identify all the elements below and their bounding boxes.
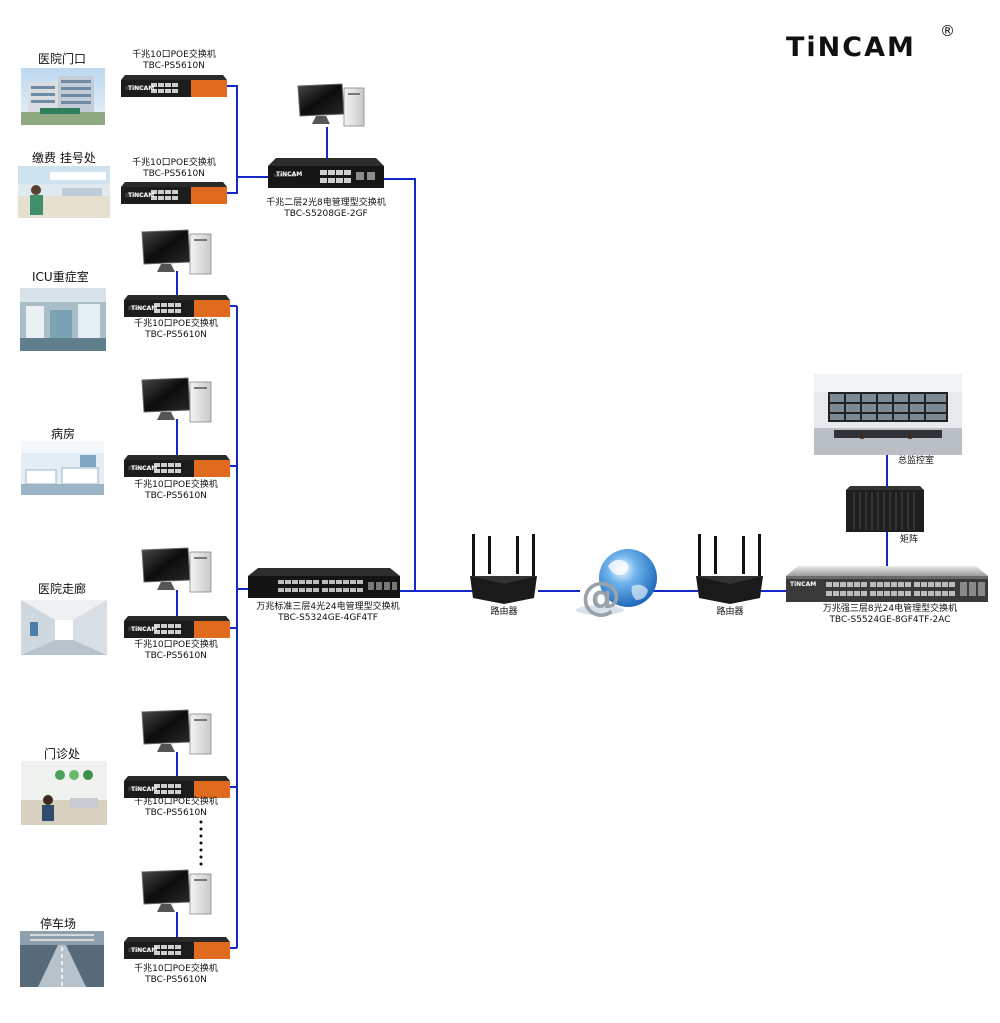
computer-parking [141,869,212,915]
poe-caption-registration-sku: TBC-PS5610N [143,169,205,179]
poe-switch-gate [121,75,227,97]
continuation-dots [199,820,203,866]
core-right-badge: TiNCAM [790,581,817,588]
poe-switch-ward [124,455,230,477]
poe-switch-icu [124,295,230,317]
poe-caption-parking-model: 千兆10口POE交换机 [134,964,218,974]
poe-caption-gate-model: 千兆10口POE交换机 [132,50,216,60]
l2-switch-sku: TBC-S5208GE-2GF [284,209,368,219]
core-right-model: 万兆强三层8光24电管理型交换机 [822,604,958,614]
poe-caption-gate: 千兆10口POE交换机 TBC-PS5610N [124,50,224,72]
link-gate-to-l2 [226,85,238,192]
router-left-device [470,534,537,604]
photo-parking [20,931,104,987]
link-lines [176,85,888,949]
poe-badge-parking: TiNCAM [131,947,158,954]
site-label-outpatient: 门诊处 [44,747,81,761]
l2-managed-switch [268,158,384,188]
photo-ward [21,441,104,495]
photo-registration [18,166,110,218]
brand-logo: TiNCAM [786,32,916,63]
poe-caption-icu: 千兆10口POE交换机 TBC-PS5610N [124,319,228,341]
l2-switch-model: 千兆二层2光8电管理型交换机 [266,198,386,208]
poe-badge-ward: TiNCAM [131,465,158,472]
router-right-device [696,534,763,604]
poe-caption-outpatient-model: 千兆10口POE交换机 [134,797,218,807]
poe-caption-parking: 千兆10口POE交换机 TBC-PS5610N [124,964,228,986]
site-label-gate: 医院门口 [38,52,87,66]
poe-switch-parking [124,937,230,959]
matrix-label: 矩阵 [900,535,919,545]
site-label-registration: 缴费 挂号处 [32,151,96,165]
site-label-corridor: 医院走廊 [38,582,87,596]
poe-caption-ward: 千兆10口POE交换机 TBC-PS5610N [124,480,228,502]
core-left-sku: TBC-S5324GE-4GF4TF [278,613,378,623]
poe-badge-registration: TiNCAM [128,192,155,199]
photo-corridor [21,600,107,655]
core-switch-left [248,568,400,598]
poe-badge-corridor: TiNCAM [131,626,158,633]
poe-switches [121,75,230,959]
l2-badge: TiNCAM [276,171,303,178]
photo-icu [20,288,106,351]
internet-globe-icon [576,549,657,615]
poe-badge-gate: TiNCAM [128,85,155,92]
poe-caption-corridor: 千兆10口POE交换机 TBC-PS5610N [124,640,228,662]
l2-switch-caption: 千兆二层2光8电管理型交换机 TBC-S5208GE-2GF [258,198,394,220]
poe-switch-outpatient [124,776,230,798]
site-label-icu: ICU重症室 [32,270,89,284]
poe-switch-registration [121,182,227,204]
brand-logo-text: TiNCAM [786,32,916,63]
poe-switch-corridor [124,616,230,638]
core-left-model: 万兆标准三层4光24电管理型交换机 [256,602,400,612]
core-right-caption: 万兆强三层8光24电管理型交换机 TBC-S5524GE-8GF4TF-2AC [800,604,980,626]
photo-outpatient [21,761,107,825]
computer-l2 [297,83,365,127]
matrix-chassis [846,486,924,532]
link-reg-to-l2 [226,176,270,194]
computers [141,83,365,915]
poe-badge-outpatient: TiNCAM [131,786,158,793]
photo-hospital-gate [21,68,105,125]
control-room-label: 总监控室 [898,456,935,466]
link-l2-to-core [384,178,416,591]
site-label-parking: 停车场 [40,917,77,931]
computer-icu [141,229,212,275]
poe-caption-registration-model: 千兆10口POE交换机 [132,158,216,168]
core-left-caption: 万兆标准三层4光24电管理型交换机 TBC-S5324GE-4GF4TF [248,602,408,624]
poe-caption-corridor-sku: TBC-PS5610N [145,651,207,661]
photo-control-room [814,374,962,455]
poe-caption-gate-sku: TBC-PS5610N [143,61,205,71]
poe-caption-registration: 千兆10口POE交换机 TBC-PS5610N [124,158,224,180]
router-left-label: 路由器 [490,607,518,617]
poe-caption-ward-model: 千兆10口POE交换机 [134,480,218,490]
poe-badge-icu: TiNCAM [131,305,158,312]
core-switch-right [786,566,988,602]
poe-caption-parking-sku: TBC-PS5610N [145,975,207,985]
site-label-ward: 病房 [51,427,76,441]
internet-at-symbol: @ [581,574,621,620]
poe-caption-icu-model: 千兆10口POE交换机 [134,319,218,329]
registered-mark: ® [940,22,955,40]
poe-caption-corridor-model: 千兆10口POE交换机 [134,640,218,650]
router-right-label: 路由器 [716,607,744,617]
core-right-sku: TBC-S5524GE-8GF4TF-2AC [829,615,951,625]
computer-ward [141,377,212,423]
poe-caption-icu-sku: TBC-PS5610N [145,330,207,340]
computer-corridor [141,547,212,593]
poe-caption-ward-sku: TBC-PS5610N [145,491,207,501]
poe-caption-outpatient: 千兆10口POE交换机 TBC-PS5610N [124,797,228,819]
computer-outpatient [141,709,212,755]
poe-caption-outpatient-sku: TBC-PS5610N [145,808,207,818]
